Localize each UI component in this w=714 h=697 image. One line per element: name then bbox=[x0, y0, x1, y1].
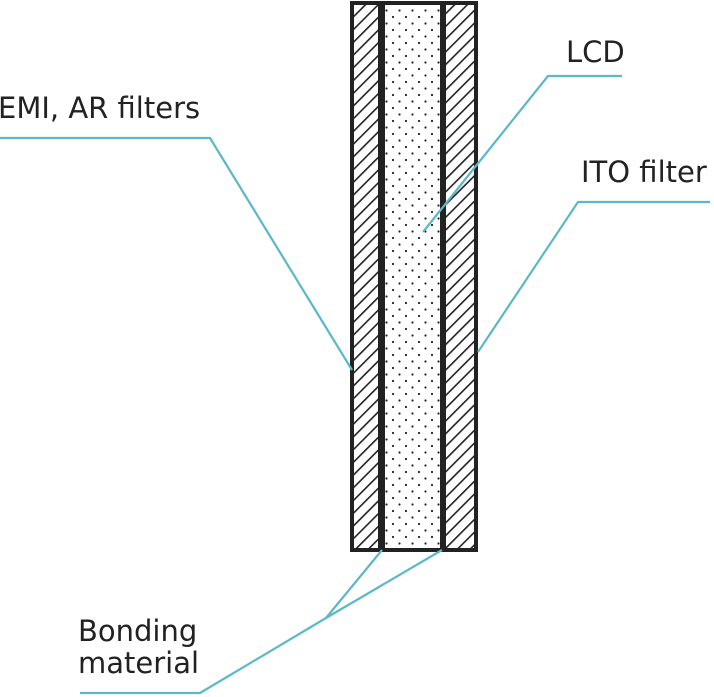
stack-outline bbox=[350, 1, 478, 552]
leader-lcd bbox=[422, 74, 622, 233]
leader-emi-ar bbox=[0, 136, 353, 371]
ito-filter-layer bbox=[446, 3, 476, 550]
leader-bonding bbox=[80, 549, 383, 695]
bonding-layer-right bbox=[440, 3, 446, 550]
bonding-layer-left bbox=[378, 3, 385, 550]
leader-ito bbox=[477, 200, 710, 353]
emi-ar-filter-layer bbox=[352, 3, 378, 550]
label-bonding-line1: Bonding bbox=[78, 614, 197, 648]
lcd-layer bbox=[385, 3, 440, 550]
leader-lines bbox=[0, 74, 710, 695]
leader-bonding-branch bbox=[325, 549, 443, 619]
layer-stack bbox=[350, 1, 478, 552]
label-ito-filter: ITO filter bbox=[581, 155, 707, 189]
label-lcd: LCD bbox=[566, 35, 625, 69]
label-emi-ar-filters: EMI, AR filters bbox=[0, 91, 200, 125]
label-bonding-line2: material bbox=[78, 646, 199, 680]
